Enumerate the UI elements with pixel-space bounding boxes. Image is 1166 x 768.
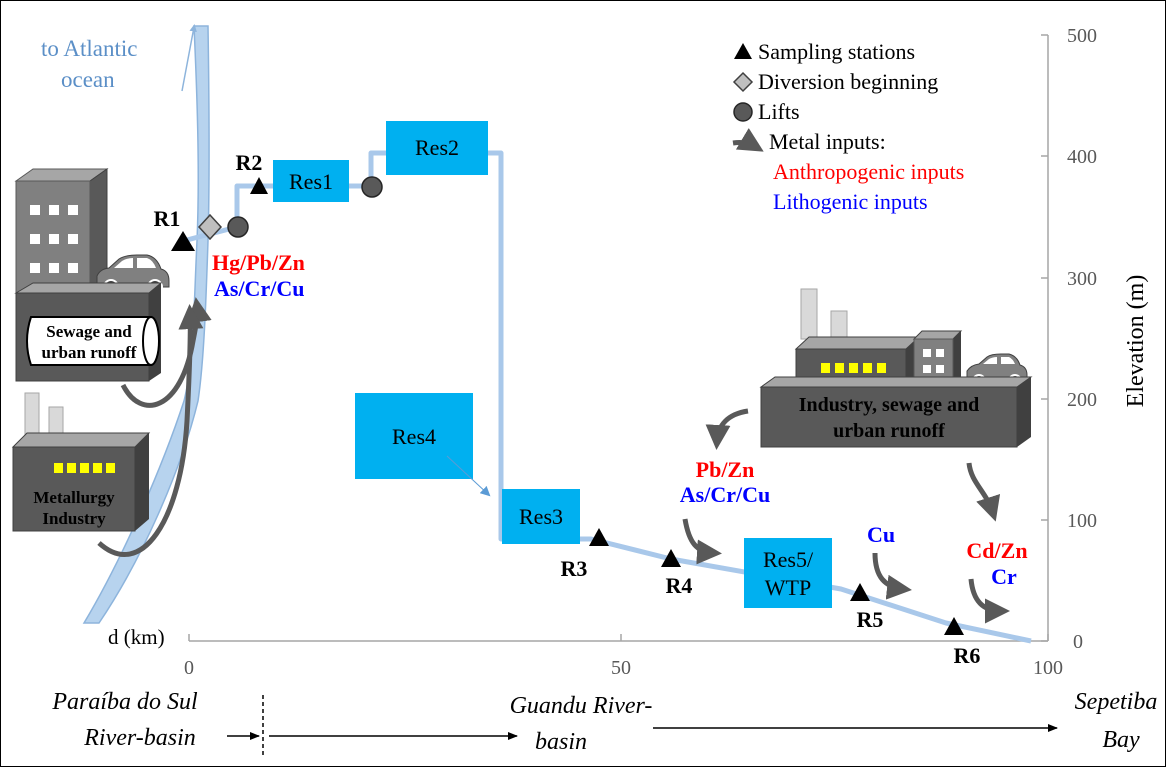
y-tick-100: 100	[1067, 510, 1097, 532]
station-r3-label: R3	[561, 556, 588, 581]
city-building-icon	[14, 168, 109, 294]
river-label-line2: ocean	[61, 67, 115, 92]
atlantic-arrow	[181, 24, 197, 92]
res5-label: Res5/	[763, 547, 814, 572]
lift-marker-2	[361, 176, 383, 198]
sewage-label-line1: Sewage and	[46, 322, 132, 341]
y-tick-200: 200	[1067, 389, 1097, 411]
elevation-profile	[182, 150, 1032, 644]
industry-to-r4-arrow	[705, 408, 749, 450]
wtp-label: WTP	[765, 575, 811, 600]
station-r6-marker	[944, 617, 964, 635]
reservoir-res5-wtp: Res5/ WTP	[744, 538, 832, 608]
legend-arrow-icon	[732, 128, 764, 152]
r4-input-arrow	[682, 518, 722, 565]
diversion-marker	[197, 213, 223, 241]
legend-sampling: Sampling stations	[758, 39, 915, 64]
legend-metal-inputs: Metal inputs:	[769, 129, 886, 154]
legend-circle-icon	[733, 102, 753, 122]
station-r2-label: R2	[236, 150, 263, 175]
legend-lithogenic: Lithogenic inputs	[773, 189, 928, 214]
y-axis-label: Elevation (m)	[1123, 275, 1149, 408]
legend-lifts: Lifts	[758, 99, 800, 124]
guandu-label-line2: basin	[535, 729, 587, 755]
x-tick-50: 50	[611, 657, 631, 679]
paraiba-label-line1: Paraíba do Sul	[51, 689, 198, 715]
reservoir-res2: Res2	[386, 121, 488, 175]
metallurgy-label-line1: Metallurgy	[33, 488, 115, 507]
r5-input-arrow	[872, 552, 912, 600]
res4-flow-arrow	[446, 455, 491, 497]
industry-label-line1: Industry, sewage and	[799, 394, 980, 416]
r1-anthropogenic-metals: Hg/Pb/Zn	[212, 250, 305, 275]
legend-diamond-icon	[732, 71, 754, 93]
r5-lithogenic-metals: Cu	[867, 522, 895, 547]
res2-label: Res2	[415, 135, 459, 160]
river-label-line1: to Atlantic	[41, 36, 137, 61]
x-axis-label: d (km)	[108, 625, 165, 649]
industry-to-r6-arrow	[966, 462, 1001, 522]
guandu-label-line1: Guandu River-	[510, 693, 653, 719]
res1-label: Res1	[289, 169, 333, 194]
r6-lithogenic-metals: Cr	[991, 564, 1017, 589]
station-r4-marker	[661, 549, 681, 567]
res3-label: Res3	[519, 504, 563, 529]
res4-label: Res4	[392, 424, 436, 449]
reservoir-res4: Res4	[355, 393, 473, 479]
station-r1-label: R1	[154, 206, 181, 231]
legend: Sampling stations Diversion beginning Li…	[732, 39, 964, 214]
metallurgy-label-line2: Industry	[42, 509, 106, 528]
y-axis-ticks	[1041, 34, 1048, 642]
reservoir-res1: Res1	[273, 160, 349, 202]
legend-diversion: Diversion beginning	[758, 69, 938, 94]
industry-label-line2: urban runoff	[833, 420, 945, 442]
y-tick-500: 500	[1067, 25, 1097, 47]
metallurgy-industry-icon: Metallurgy Industry	[11, 392, 151, 532]
station-r4-label: R4	[666, 573, 693, 598]
reservoir-res3: Res3	[502, 489, 580, 544]
r6-input-arrow	[968, 578, 1010, 624]
y-tick-400: 400	[1067, 146, 1097, 168]
sewage-label-line2: urban runoff	[42, 343, 137, 362]
station-r5-label: R5	[857, 607, 884, 632]
lift-marker-1	[227, 216, 249, 238]
paraiba-label-line2: River-basin	[83, 725, 196, 751]
metallurgy-input-arrow	[97, 304, 204, 557]
r6-anthropogenic-metals: Cd/Zn	[966, 538, 1027, 563]
station-r1-marker	[171, 231, 195, 251]
r4-anthropogenic-metals: Pb/Zn	[696, 457, 755, 482]
r1-lithogenic-metals: As/Cr/Cu	[214, 276, 304, 301]
sepetiba-label-line1: Sepetiba	[1075, 689, 1158, 715]
x-tick-0: 0	[184, 657, 194, 679]
y-tick-300: 300	[1067, 268, 1097, 290]
industry-complex-icon: Industry, sewage and urban runoff	[759, 288, 1033, 448]
station-r3-marker	[589, 528, 609, 546]
r4-lithogenic-metals: As/Cr/Cu	[680, 482, 770, 507]
sewage-pipe-icon: Sewage and urban runoff	[26, 316, 160, 366]
station-r2-marker	[250, 177, 268, 194]
sepetiba-label-line2: Bay	[1102, 727, 1140, 753]
legend-anthropogenic: Anthropogenic inputs	[773, 159, 964, 184]
x-axis-ticks	[188, 634, 1049, 641]
x-tick-100: 100	[1033, 657, 1063, 679]
station-r5-marker	[850, 583, 870, 601]
legend-triangle-icon	[734, 43, 752, 59]
y-tick-0: 0	[1073, 631, 1083, 653]
station-r6-label: R6	[954, 643, 981, 668]
